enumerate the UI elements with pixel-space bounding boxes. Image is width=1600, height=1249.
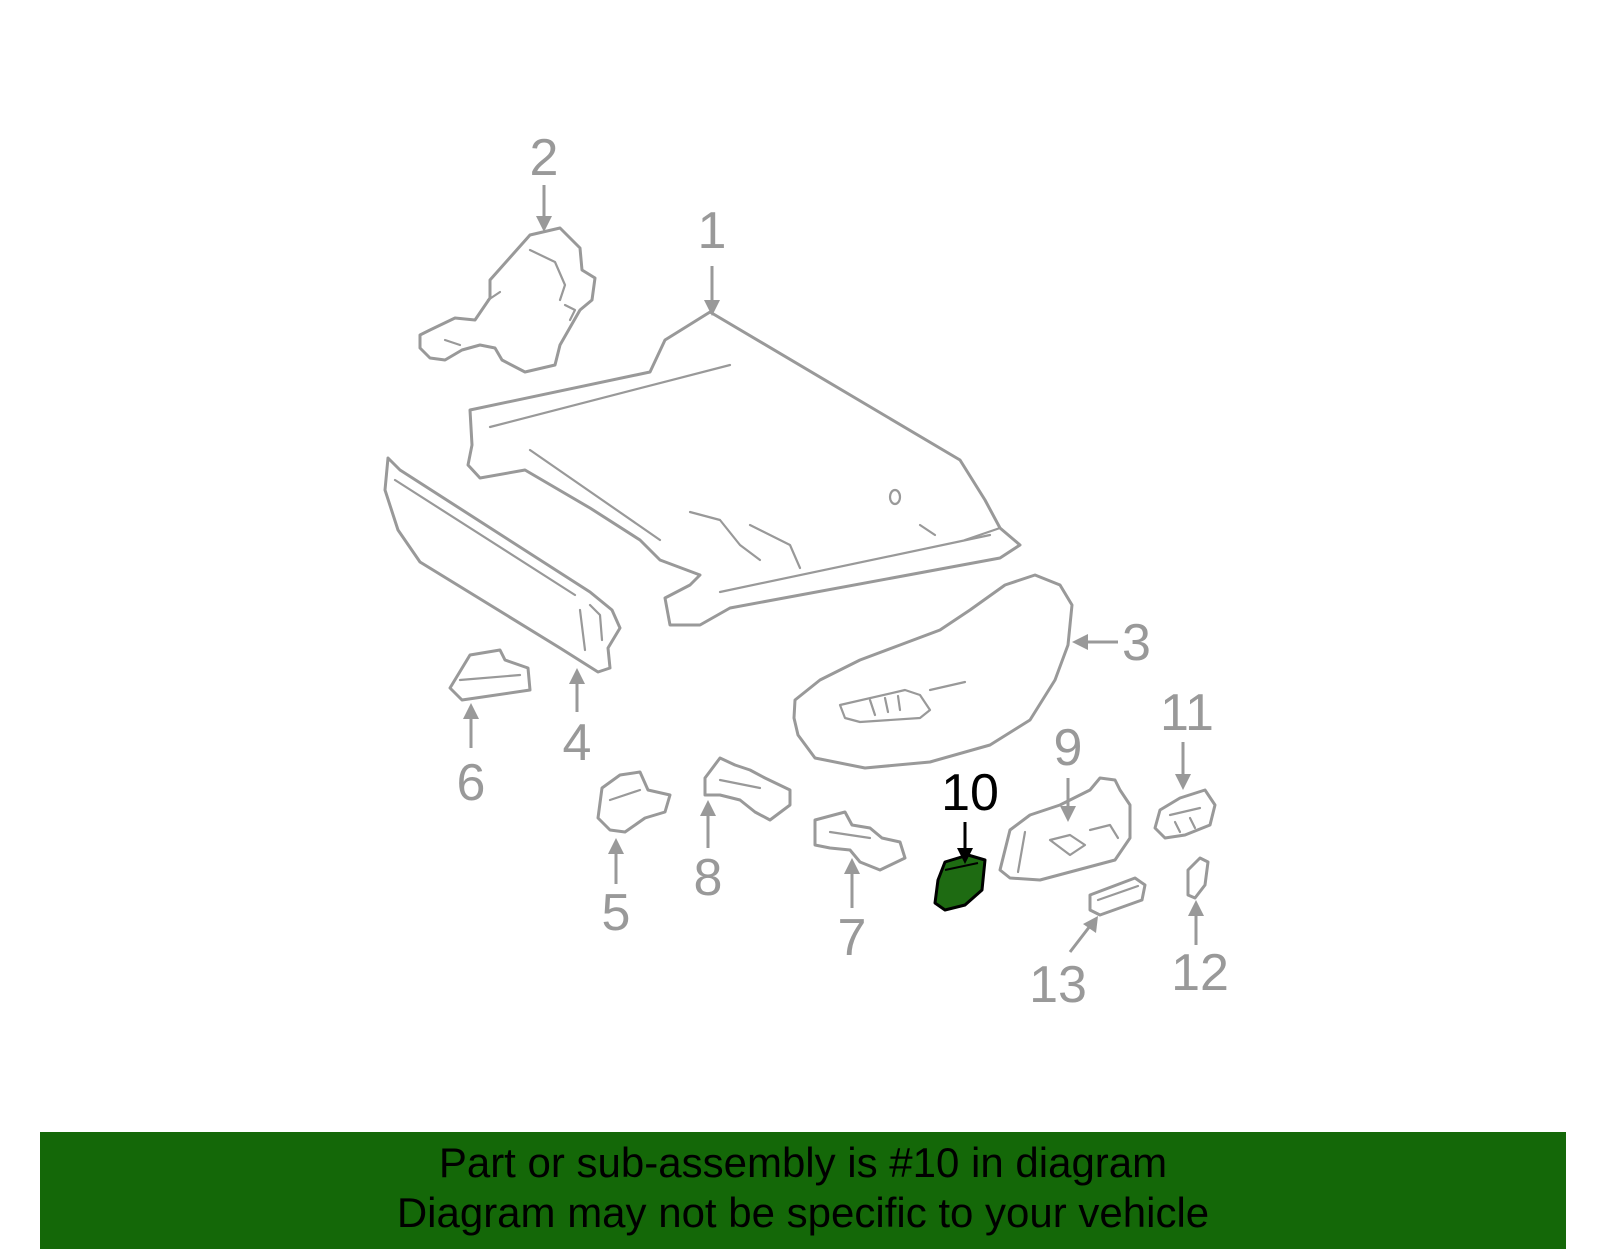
part-7-bracket[interactable]: [813, 810, 907, 872]
callout-label-6: 6: [457, 754, 486, 812]
callout-7[interactable]: 7: [838, 858, 867, 967]
part-6-cover-cap[interactable]: [448, 648, 532, 702]
callout-label-5: 5: [602, 884, 631, 942]
callout-10-highlighted[interactable]: 10: [941, 764, 999, 864]
callout-6[interactable]: 6: [457, 703, 486, 812]
callout-label-11: 11: [1160, 684, 1214, 742]
callout-2[interactable]: 2: [530, 129, 559, 232]
callout-label-13: 13: [1029, 956, 1087, 1014]
callout-8[interactable]: 8: [694, 800, 723, 907]
callout-label-12: 12: [1171, 944, 1229, 1002]
callout-12[interactable]: 12: [1171, 900, 1229, 1002]
banner-line-part: Part or sub-assembly is #10 in diagram: [438, 1139, 1168, 1186]
callout-3[interactable]: 3: [1072, 614, 1151, 672]
callout-13[interactable]: 13: [1029, 916, 1098, 1014]
part-2-hinge-cover[interactable]: [418, 226, 597, 374]
callout-label-7: 7: [838, 909, 867, 967]
banner-line-disclaimer: Diagram may not be specific to your vehi…: [396, 1189, 1210, 1236]
part-10-highlighted[interactable]: [933, 853, 987, 912]
callout-label-4: 4: [563, 714, 592, 772]
callout-label-2: 2: [530, 129, 559, 187]
callout-11[interactable]: 11: [1160, 684, 1214, 790]
part-4-front-cover[interactable]: [383, 456, 622, 674]
callout-label-3: 3: [1122, 614, 1151, 672]
part-11-switch[interactable]: [1153, 788, 1217, 840]
part-13-button[interactable]: [1088, 876, 1147, 917]
callout-label-9: 9: [1054, 719, 1083, 777]
part-3-side-shield[interactable]: [792, 573, 1074, 770]
callout-label-8: 8: [694, 849, 723, 907]
callout-5[interactable]: 5: [602, 838, 631, 942]
callout-label-10: 10: [941, 764, 999, 822]
callout-9[interactable]: 9: [1054, 719, 1083, 822]
callout-label-1: 1: [698, 202, 727, 260]
callout-1[interactable]: 1: [698, 202, 727, 316]
callout-4[interactable]: 4: [563, 668, 592, 772]
info-banner: Part or sub-assembly is #10 in diagram D…: [40, 1132, 1566, 1249]
part-5-knob[interactable]: [596, 770, 672, 834]
part-12-knob[interactable]: [1186, 856, 1210, 900]
part-9-switch-housing[interactable]: [998, 776, 1132, 882]
part-8-bracket[interactable]: [703, 756, 792, 822]
part-1-seat-frame[interactable]: [466, 310, 1022, 627]
